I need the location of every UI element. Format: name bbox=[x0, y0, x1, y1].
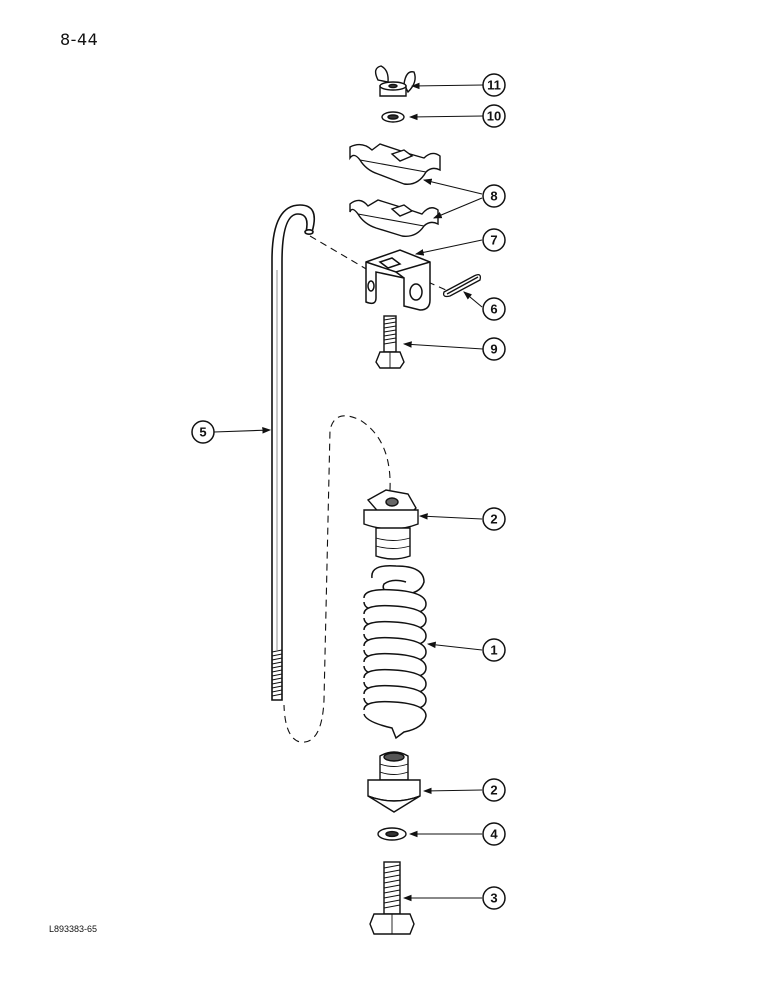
alignment-dashed-lines bbox=[283, 235, 447, 743]
callout-label: 3 bbox=[490, 891, 497, 906]
callout-4: 4 bbox=[408, 822, 506, 846]
bracket bbox=[365, 249, 431, 311]
wing-nut bbox=[374, 65, 416, 97]
callout-2-lower: 2 bbox=[422, 778, 506, 802]
callout-label: 4 bbox=[490, 827, 498, 842]
cotter-pin bbox=[442, 274, 482, 298]
washer bbox=[377, 827, 407, 841]
callout-6: 6 bbox=[463, 291, 506, 321]
callout-8: 8 bbox=[422, 178, 506, 219]
cap-screw bbox=[369, 861, 415, 935]
upper-spring-seat bbox=[363, 489, 419, 560]
callout-5: 5 bbox=[191, 420, 272, 444]
callout-label: 1 bbox=[490, 643, 497, 658]
callout-11: 11 bbox=[410, 73, 506, 97]
lock-washer bbox=[381, 111, 405, 123]
callout-3: 3 bbox=[402, 886, 506, 910]
callout-2-upper: 2 bbox=[418, 507, 506, 531]
upper-clamp-plate bbox=[349, 143, 441, 185]
callout-label: 2 bbox=[490, 512, 497, 527]
callout-label: 10 bbox=[487, 109, 501, 124]
callout-label: 11 bbox=[487, 78, 501, 93]
callout-10: 10 bbox=[408, 104, 506, 128]
callout-label: 7 bbox=[490, 233, 497, 248]
callout-label: 5 bbox=[199, 425, 206, 440]
callout-label: 2 bbox=[490, 783, 497, 798]
callout-label: 8 bbox=[490, 189, 497, 204]
page-number: 8-44 bbox=[60, 30, 99, 49]
callout-9: 9 bbox=[402, 337, 506, 361]
callout-7: 7 bbox=[414, 228, 506, 256]
rod bbox=[271, 204, 316, 701]
lower-spring-seat bbox=[367, 751, 421, 813]
callout-label: 9 bbox=[490, 342, 497, 357]
callout-label: 6 bbox=[490, 302, 497, 317]
spring bbox=[363, 565, 427, 740]
bolt bbox=[375, 315, 405, 369]
figure-id: L893383-65 bbox=[49, 924, 98, 934]
callout-1: 1 bbox=[426, 638, 506, 662]
lower-clamp-plate bbox=[349, 199, 439, 237]
